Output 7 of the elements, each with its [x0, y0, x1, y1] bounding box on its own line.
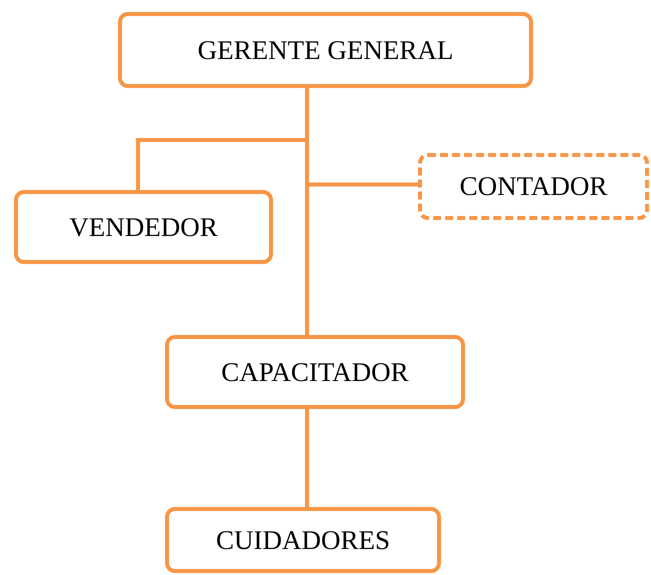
role-box: GERENTE GENERAL	[118, 12, 533, 88]
connector-line	[305, 88, 309, 335]
role-box: VENDEDOR	[14, 190, 273, 264]
role-box: CAPACITADOR	[165, 335, 465, 409]
role-box: CONTADOR	[418, 153, 649, 220]
role-box: CUIDADORES	[165, 507, 441, 573]
connector-line	[305, 409, 309, 507]
